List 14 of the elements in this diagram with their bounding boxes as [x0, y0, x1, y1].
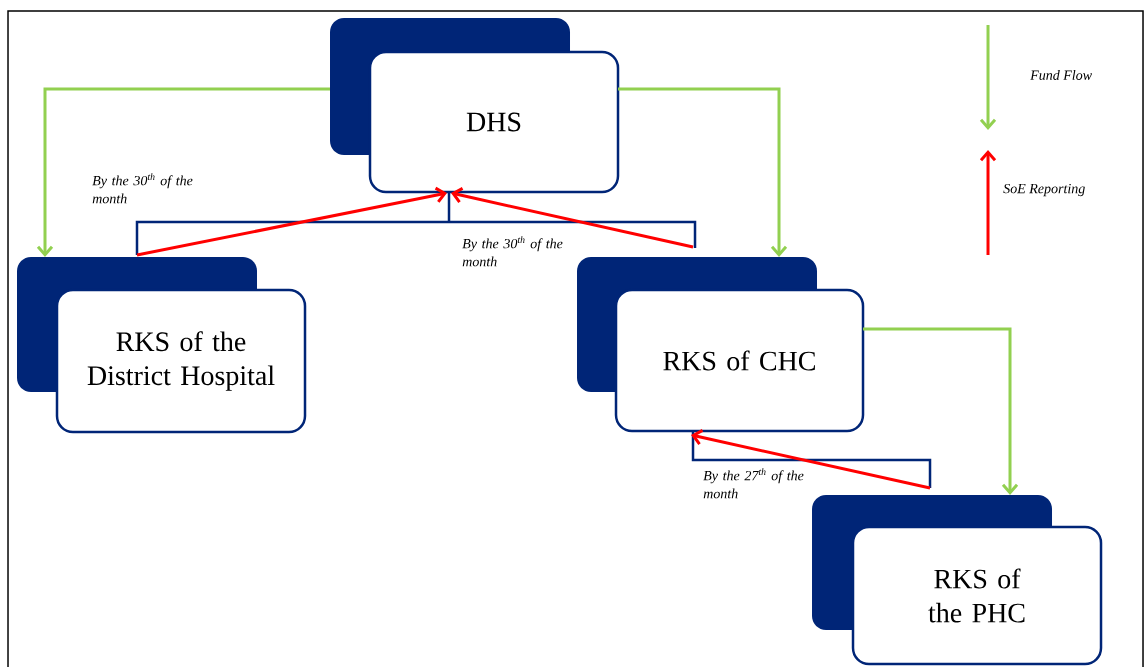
arrow	[863, 327, 1019, 495]
legend-label: SoE Reporting	[1003, 183, 1085, 197]
arrow	[618, 87, 788, 257]
arrow	[136, 186, 447, 257]
arrow	[36, 87, 330, 257]
process-box: RKS of the PHC	[812, 495, 1103, 666]
arrow	[451, 187, 694, 249]
process-box: RKS of CHC	[577, 257, 865, 433]
edge-label: By the 30$^{th}$ of the month	[462, 236, 563, 267]
edge-label: By the 30$^{th}$ of the month	[92, 173, 193, 204]
process-box: RKS of the District Hospital	[17, 257, 307, 434]
edge-label: By the 27$^{th}$ of the month	[703, 468, 804, 499]
process-box: DHS	[330, 18, 620, 194]
legend-label: Fund Flow	[1030, 70, 1092, 80]
